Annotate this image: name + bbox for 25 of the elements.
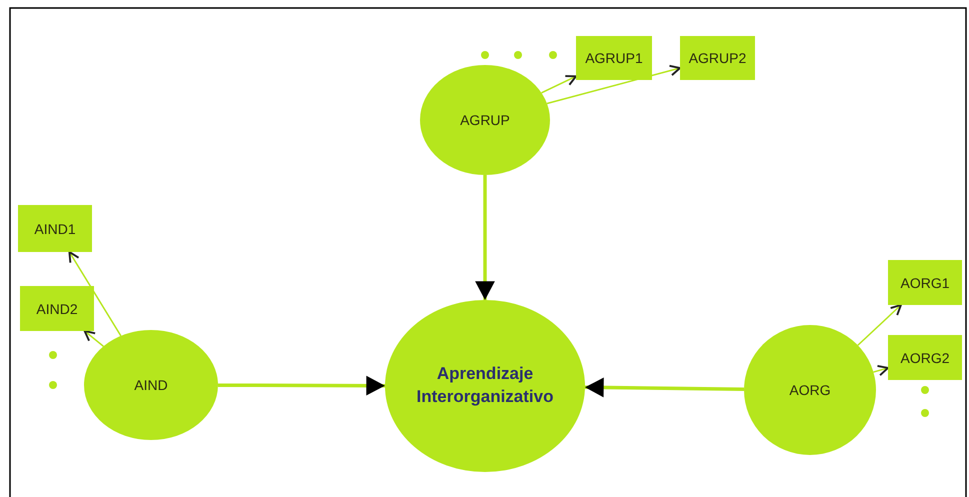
node-label: Aprendizaje Interorganizativo (416, 363, 554, 408)
node-label: AGRUP2 (688, 50, 746, 66)
arrow (84, 330, 104, 347)
node-label: AIND1 (34, 220, 76, 236)
arrow (873, 365, 889, 376)
indicator-box (576, 36, 652, 80)
arrow (546, 64, 681, 104)
arrow (218, 376, 385, 396)
arrow (857, 304, 902, 346)
arrow (541, 75, 577, 94)
node-label: AGRUP1 (585, 50, 643, 66)
arrow (584, 378, 744, 398)
node-label: AORG (789, 382, 831, 398)
indicator-box (888, 335, 962, 380)
node-label: AIND2 (36, 300, 78, 316)
indicator-box (680, 36, 755, 80)
node-label: AORG2 (900, 350, 950, 366)
node-label: AORG1 (900, 274, 950, 290)
indicator-box (18, 205, 92, 252)
node-label: AGRUP (460, 112, 510, 128)
node-label: AIND (134, 377, 168, 393)
arrow (68, 251, 122, 336)
arrow (475, 175, 495, 300)
indicator-box (20, 286, 94, 331)
indicator-box (888, 260, 962, 305)
